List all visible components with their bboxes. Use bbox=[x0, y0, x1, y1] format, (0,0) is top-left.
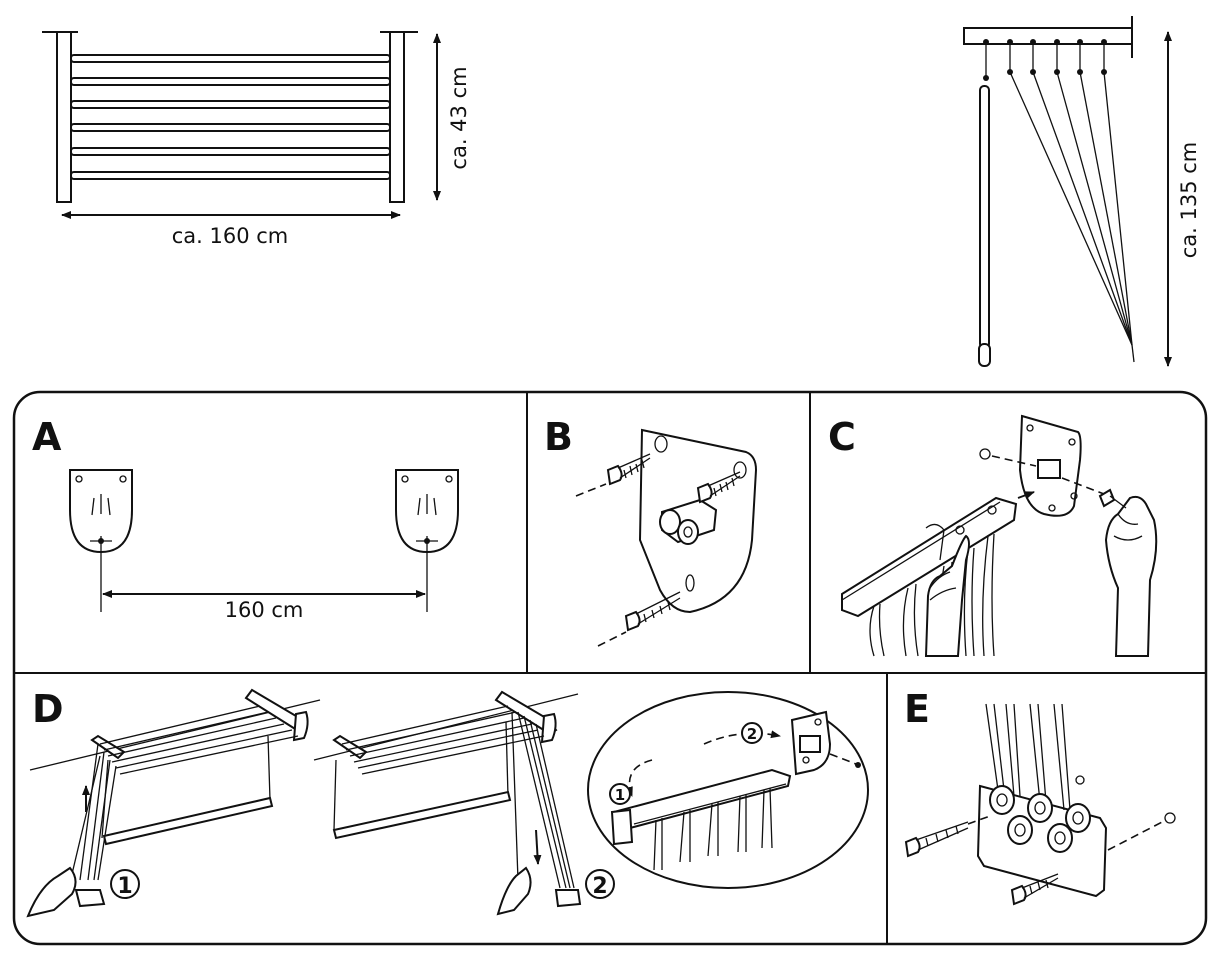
cord-hooks bbox=[983, 39, 1107, 81]
step-1-number: 1 bbox=[117, 874, 132, 899]
distance-label: 160 cm bbox=[225, 598, 304, 622]
rack-step-1: 1 bbox=[26, 688, 321, 918]
height-label: ca. 43 cm bbox=[447, 66, 471, 169]
panel-b: B bbox=[544, 415, 758, 647]
bracket-clip bbox=[659, 498, 718, 545]
inset-step-2-number: 2 bbox=[747, 725, 757, 743]
screw-e-bottom bbox=[1010, 873, 1059, 906]
panel-e-letter: E bbox=[904, 687, 930, 731]
right-hand bbox=[1098, 488, 1158, 657]
inset-step-2-badge bbox=[741, 722, 763, 744]
panel-a: A 160 cm bbox=[32, 415, 459, 622]
step-2-number: 2 bbox=[592, 874, 607, 899]
inset-cords bbox=[653, 787, 773, 871]
left-hand bbox=[924, 523, 970, 657]
screw-middle bbox=[696, 471, 741, 504]
width-label: ca. 160 cm bbox=[172, 224, 289, 248]
detail-inset: 1 2 bbox=[587, 691, 869, 889]
rack-side-view: ca. 135 cm bbox=[963, 16, 1201, 367]
step-1-badge bbox=[110, 869, 140, 899]
panel-a-letter: A bbox=[32, 415, 62, 459]
screw-top bbox=[575, 453, 651, 497]
panel-e: E bbox=[904, 687, 1176, 906]
length-label: ca. 135 cm bbox=[1177, 142, 1201, 259]
panel-d: D 1 bbox=[26, 687, 869, 918]
inset-step-1-badge bbox=[609, 783, 631, 805]
rack-bars bbox=[70, 54, 391, 180]
screw-bottom bbox=[597, 591, 681, 647]
rack-beam bbox=[841, 496, 1018, 618]
screw-e-top bbox=[904, 815, 991, 858]
step-2-badge bbox=[585, 869, 615, 899]
instruction-panels-frame bbox=[12, 390, 1208, 946]
panel-c: C bbox=[828, 414, 1158, 657]
inset-step-1-number: 1 bbox=[615, 786, 625, 804]
rack-step-2: 2 bbox=[313, 690, 615, 916]
cords bbox=[1009, 71, 1135, 363]
hanging-bar bbox=[979, 85, 990, 349]
cord-rings bbox=[985, 703, 1091, 853]
panel-c-letter: C bbox=[828, 415, 856, 459]
panel-d-letter: D bbox=[32, 687, 64, 731]
panel-b-letter: B bbox=[544, 415, 573, 459]
rack-front-view: ca. 43 cm ca. 160 cm bbox=[42, 31, 471, 248]
